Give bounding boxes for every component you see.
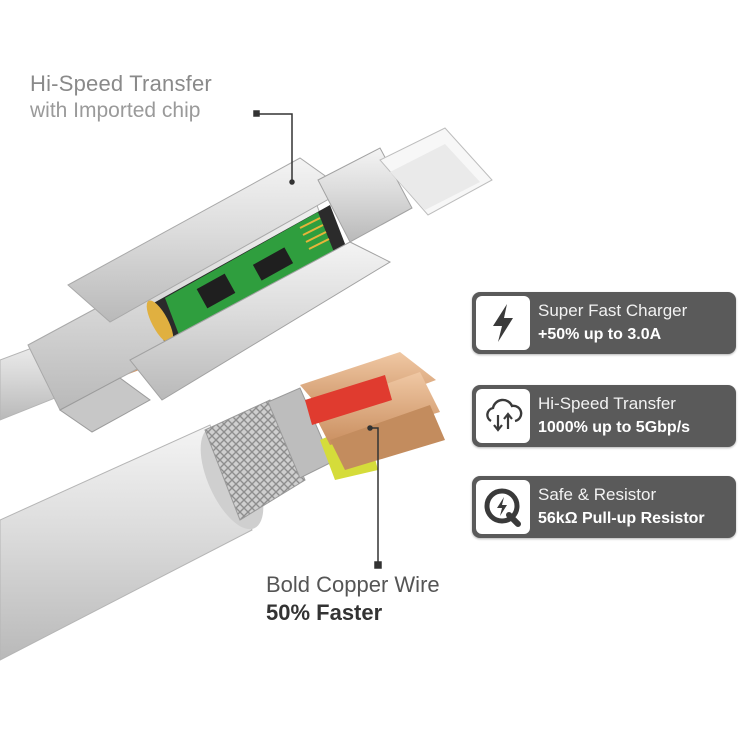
lightning-icon: [476, 296, 530, 350]
chip-callout-title: Hi-Speed Transfer: [30, 71, 212, 96]
chip-callout: Hi-Speed Transfer with Imported chip: [30, 70, 212, 124]
quick-charge-icon: [476, 480, 530, 534]
leader-line-copper: [367, 425, 382, 569]
chip-callout-subtitle: with Imported chip: [30, 99, 201, 122]
leader-line-chip: [253, 110, 295, 185]
feature-detail: 56kΩ Pull-up Resistor: [538, 510, 705, 527]
feature-detail: 1000% up to 5Gbp/s: [538, 419, 691, 436]
feature-title: Super Fast Charger: [538, 301, 688, 320]
feature-title: Safe & Resistor: [538, 485, 657, 504]
cloud-transfer-icon: [476, 389, 530, 443]
copper-callout-subtitle: 50% Faster: [266, 600, 383, 625]
feature-title: Hi-Speed Transfer: [538, 394, 676, 413]
feature-resistor: Safe & Resistor 56kΩ Pull-up Resistor: [472, 476, 736, 538]
copper-callout-title: Bold Copper Wire: [266, 572, 440, 597]
feature-fast-charger: Super Fast Charger +50% up to 3.0A: [472, 292, 736, 354]
type-c-connector: [0, 127, 493, 433]
copper-wire-cable: [0, 352, 445, 661]
feature-detail: +50% up to 3.0A: [538, 326, 662, 343]
copper-callout: Bold Copper Wire 50% Faster: [266, 571, 440, 627]
feature-transfer: Hi-Speed Transfer 1000% up to 5Gbp/s: [472, 385, 736, 447]
